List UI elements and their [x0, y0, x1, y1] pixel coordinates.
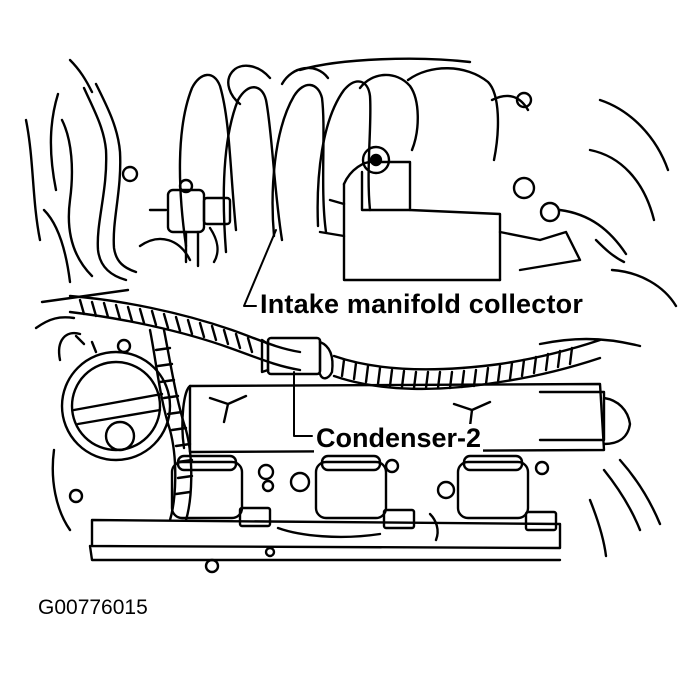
wiring-harness: [68, 294, 642, 522]
right-brackets: [498, 91, 678, 308]
left-pipes: [24, 58, 192, 330]
leader-lines: [243, 229, 313, 437]
throttle-body: [51, 331, 172, 532]
intake-manifold-runners: [178, 57, 530, 254]
collector-block: [318, 145, 502, 282]
ignition-coils: [170, 454, 558, 542]
figure-id: G00776015: [38, 596, 148, 619]
valve-cover: [181, 382, 632, 454]
lower-rail: [88, 458, 662, 574]
intake-manifold-collector-label: Intake manifold collector: [258, 289, 586, 319]
solenoid-valve: [121, 165, 232, 268]
condenser-2-label: Condenser-2: [314, 423, 484, 453]
